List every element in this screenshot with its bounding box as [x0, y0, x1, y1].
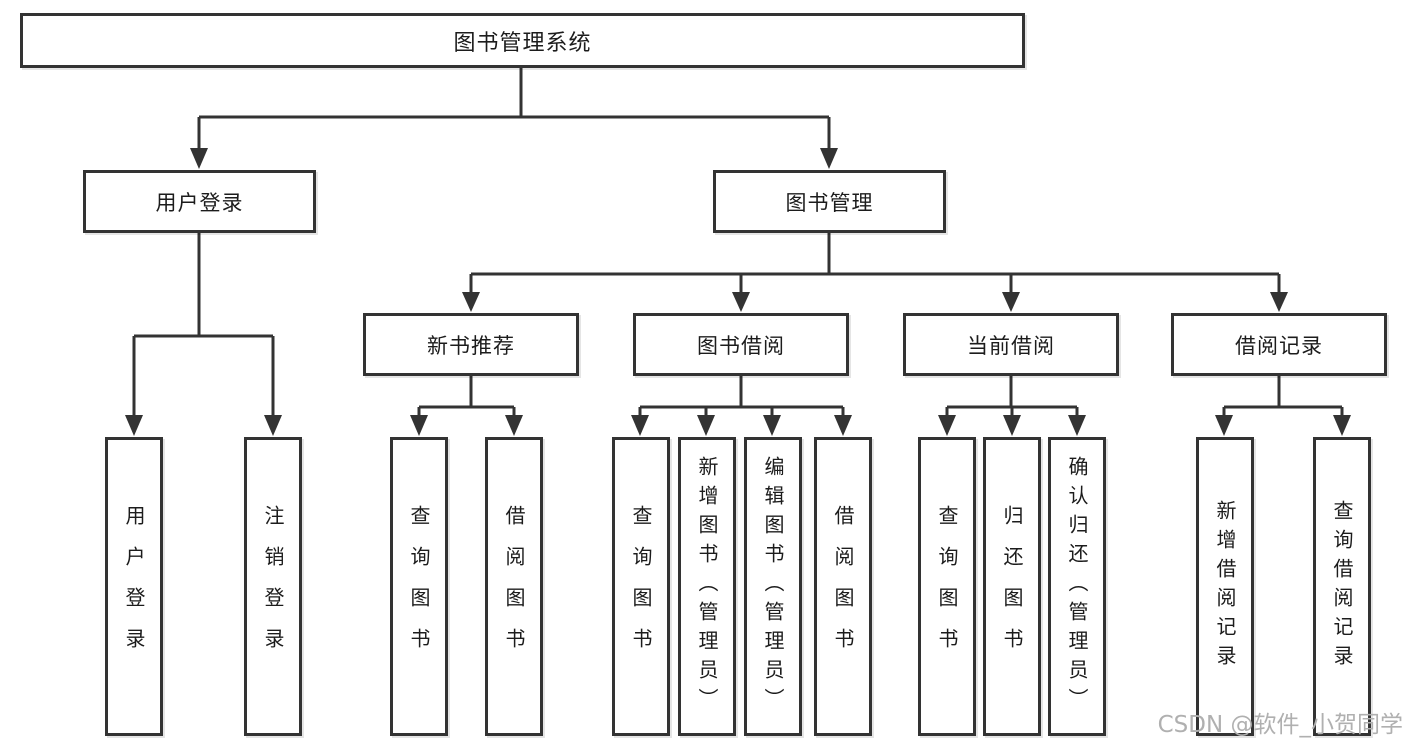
- node-library-system: 图书管理系统: [20, 13, 1025, 68]
- connector-root-to-level2: [197, 68, 831, 148]
- watermark: CSDN @软件_小贺同学: [1157, 712, 1403, 738]
- node-query-books-borrow-label: 查询图书: [629, 504, 653, 669]
- node-new-book-recommend: 新书推荐: [363, 313, 579, 376]
- node-add-borrow-record-label: 新增借阅记录: [1213, 499, 1237, 674]
- connector-book-borrow-children: [638, 376, 845, 415]
- node-edit-book-admin: 编辑图书（管理员）: [744, 437, 802, 736]
- node-borrow-books-recommend: 借阅图书: [485, 437, 543, 736]
- arrowheads-current-borrow-children: [938, 415, 1086, 436]
- arrowheads-book-management-children: [462, 292, 1288, 312]
- node-query-books-recommend-label: 查询图书: [407, 504, 431, 669]
- node-query-books-current-label: 查询图书: [935, 504, 959, 669]
- node-query-borrow-record-label: 查询借阅记录: [1330, 499, 1354, 674]
- node-query-borrow-record: 查询借阅记录: [1313, 437, 1371, 736]
- connector-user-login-children: [132, 233, 275, 415]
- node-query-books-borrow: 查询图书: [612, 437, 670, 736]
- node-borrow-records-label: 借阅记录: [1235, 333, 1323, 358]
- node-logout-label: 注销登录: [261, 504, 285, 669]
- node-return-book-label: 归还图书: [1000, 504, 1024, 669]
- arrowheads-new-book-children: [410, 415, 523, 436]
- node-edit-book-admin-label: 编辑图书（管理员）: [761, 456, 785, 717]
- connector-borrow-record-children: [1222, 376, 1344, 415]
- node-logout: 注销登录: [244, 437, 302, 736]
- node-confirm-return-admin: 确认归还（管理员）: [1048, 437, 1106, 736]
- node-add-book-admin-label: 新增图书（管理员）: [695, 456, 719, 717]
- node-borrow-books-recommend-label: 借阅图书: [502, 504, 526, 669]
- node-user-login-leaf: 用户登录: [105, 437, 163, 736]
- node-book-borrow: 图书借阅: [633, 313, 849, 376]
- node-library-system-label: 图书管理系统: [453, 30, 592, 56]
- connector-new-book-children: [417, 376, 516, 415]
- node-current-borrow-label: 当前借阅: [967, 333, 1055, 358]
- node-user-login-label: 用户登录: [155, 190, 244, 215]
- node-book-management: 图书管理: [713, 170, 946, 233]
- node-new-book-recommend-label: 新书推荐: [427, 333, 515, 358]
- node-borrow-records: 借阅记录: [1171, 313, 1387, 376]
- connector-book-management-children: [469, 233, 1281, 292]
- arrowheads-level2: [190, 148, 838, 169]
- arrowheads-user-login-children: [125, 415, 282, 436]
- node-confirm-return-admin-label: 确认归还（管理员）: [1065, 456, 1089, 717]
- node-query-books-recommend: 查询图书: [390, 437, 448, 736]
- arrowheads-borrow-record-children: [1215, 415, 1351, 436]
- node-return-book: 归还图书: [983, 437, 1041, 736]
- node-current-borrow: 当前借阅: [903, 313, 1119, 376]
- arrowheads-book-borrow-children: [631, 415, 852, 436]
- node-user-login: 用户登录: [83, 170, 316, 233]
- node-query-books-current: 查询图书: [918, 437, 976, 736]
- connector-current-borrow-children: [945, 376, 1079, 415]
- node-book-borrow-label: 图书借阅: [697, 333, 785, 358]
- node-borrow-books-leaf-label: 借阅图书: [831, 504, 855, 669]
- node-user-login-leaf-label: 用户登录: [122, 504, 146, 669]
- node-borrow-books-leaf: 借阅图书: [814, 437, 872, 736]
- node-add-book-admin: 新增图书（管理员）: [678, 437, 736, 736]
- node-book-management-label: 图书管理: [785, 190, 874, 215]
- node-add-borrow-record: 新增借阅记录: [1196, 437, 1254, 736]
